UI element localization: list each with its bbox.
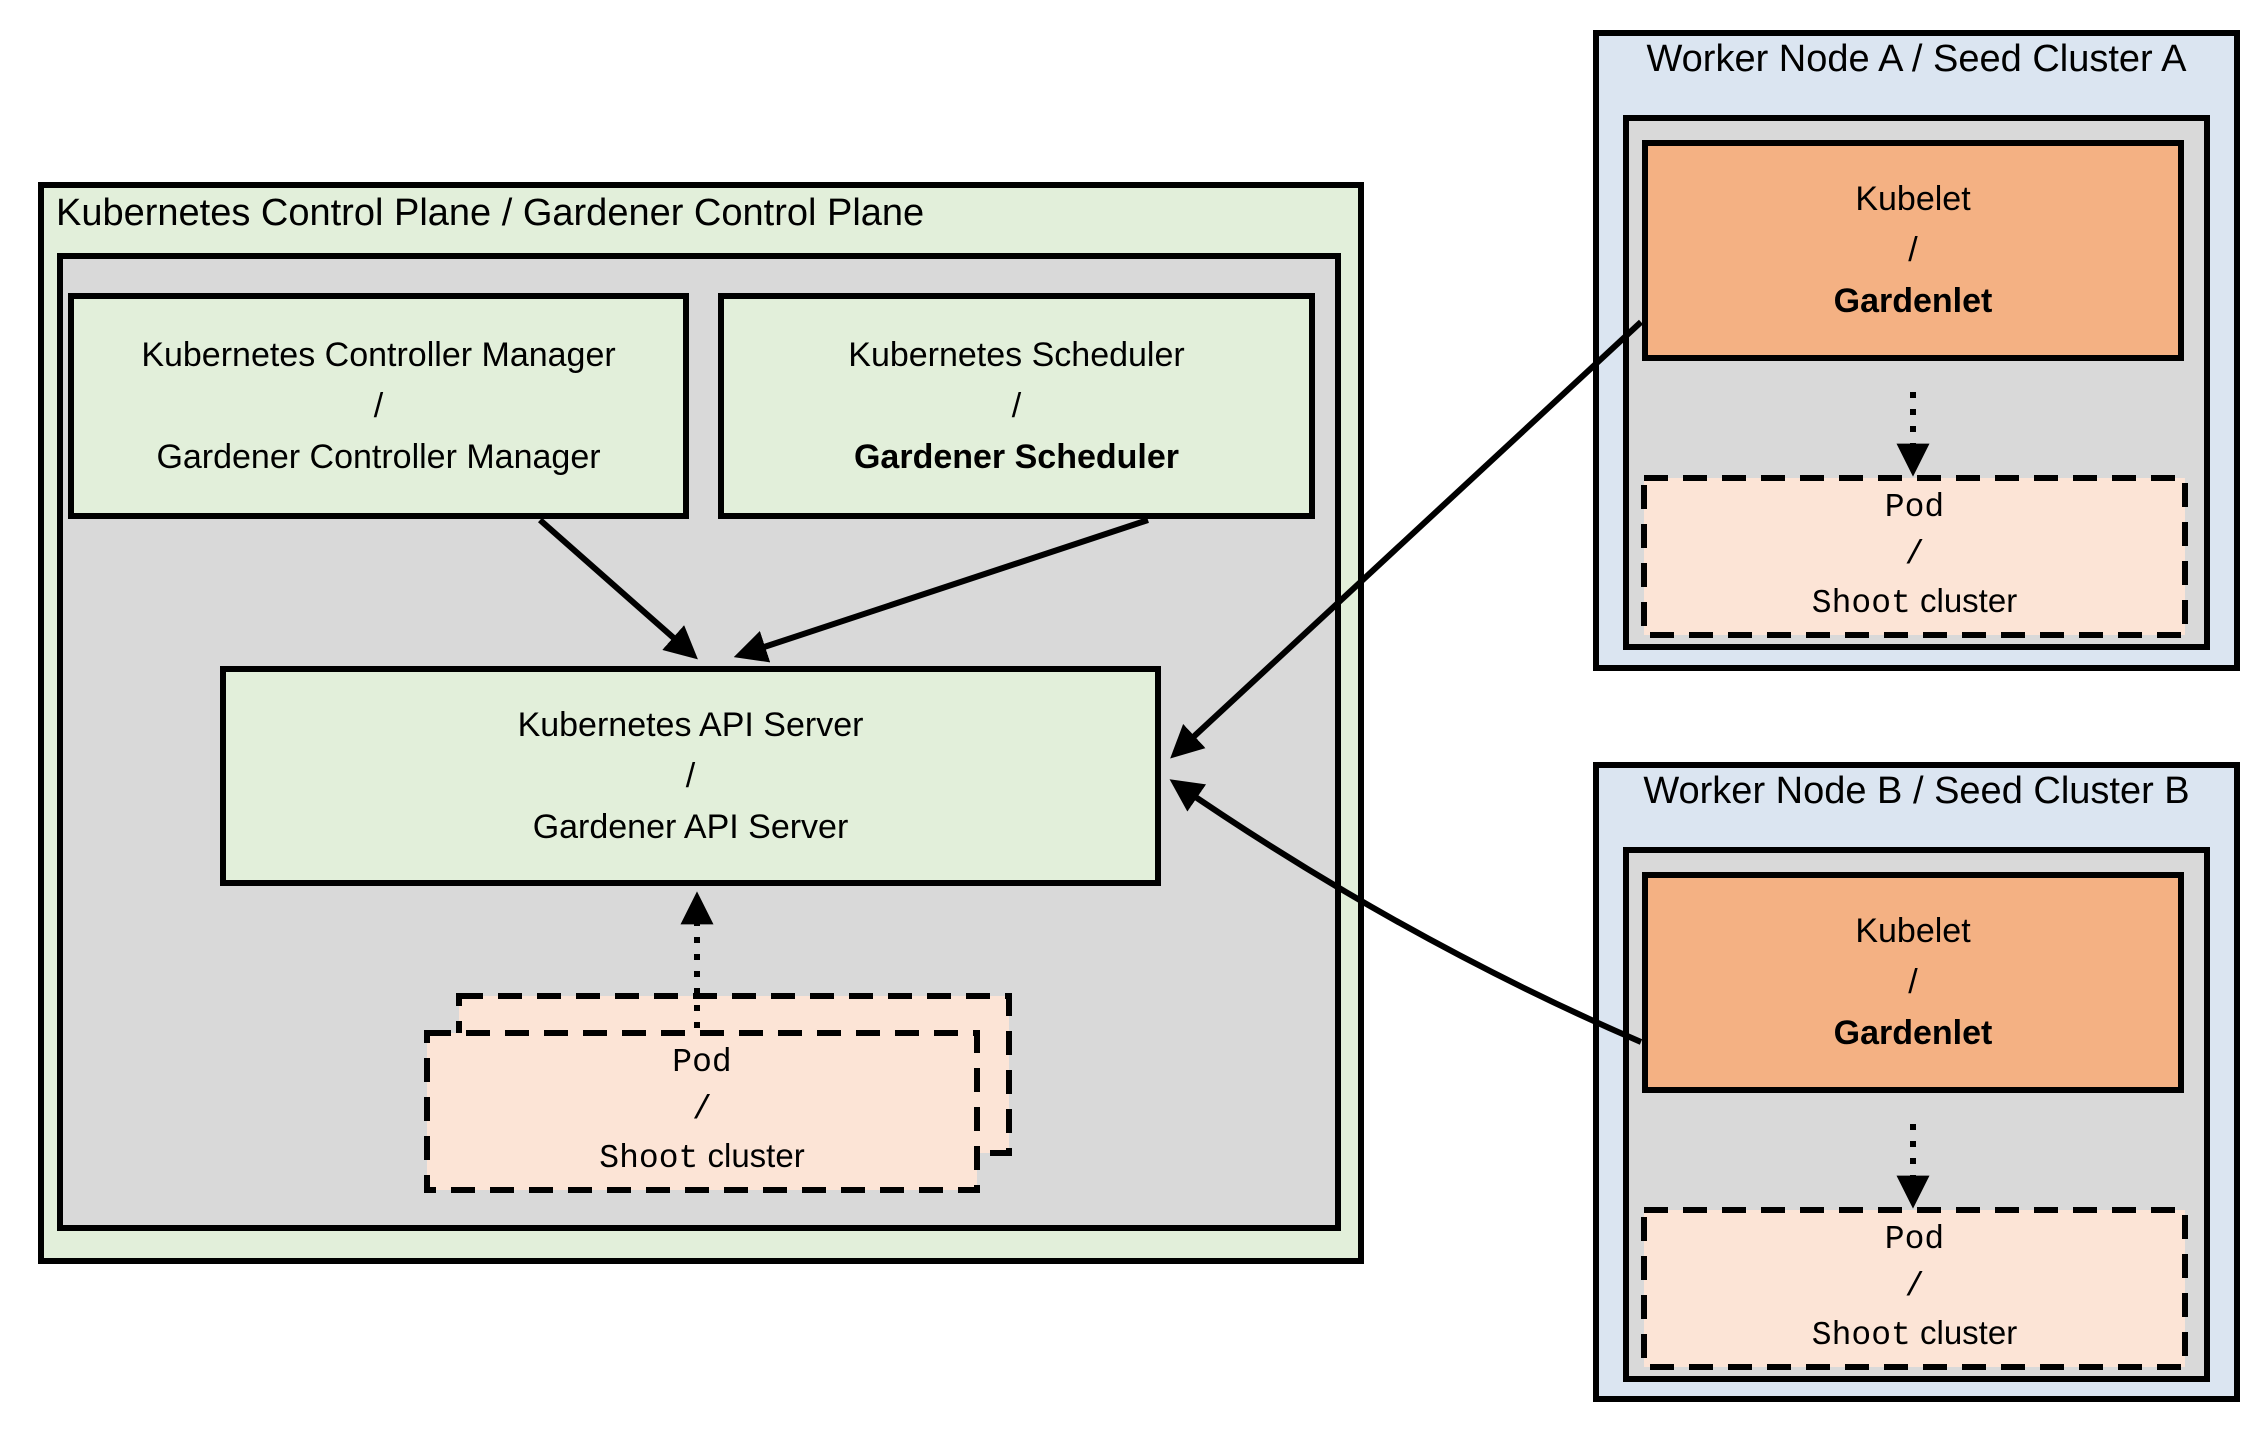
kubelet-b-separator: / [1908,963,1918,1001]
scheduler-line2: Gardener Scheduler [853,437,1179,476]
worker-node-b-title: Worker Node B / Seed Cluster B [1643,770,2190,812]
controller-manager-box: Kubernetes Controller Manager / Gardener… [68,293,689,519]
api-server-line1: Kubernetes API Server [517,705,864,744]
kubelet-a-separator: / [1908,231,1918,269]
api-server-box: Kubernetes API Server / Gardener API Ser… [220,666,1161,886]
api-server-separator: / [685,756,696,795]
scheduler-line1: Kubernetes Scheduler [848,335,1185,374]
scheduler-separator: / [1011,386,1022,425]
kubelet-gardenlet-a-box: Kubelet / Gardenlet [1642,140,2184,361]
pod-shoot-cluster-a-label: Pod / Shoot cluster [1644,478,2185,635]
pod-shoot-cluster-label: Pod / Shoot cluster [427,1033,977,1190]
pod-b-line1: Pod [1884,1220,1945,1258]
kubelet-gardenlet-b-box: Kubelet / Gardenlet [1642,872,2184,1093]
control-plane-title: Kubernetes Control Plane / Gardener Cont… [56,192,925,234]
pod-cp-separator: / [692,1090,712,1128]
pod-shoot-cluster-b-label: Pod / Shoot cluster [1644,1210,2185,1367]
kubelet-b-line1: Kubelet [1855,912,1971,950]
controller-manager-separator: / [373,386,384,425]
controller-manager-line1: Kubernetes Controller Manager [141,335,616,374]
pod-a-separator: / [1904,535,1925,573]
pod-cp-line1: Pod [672,1043,732,1081]
pod-a-line1: Pod [1884,488,1945,526]
pod-a-line2: Shoot cluster [1811,582,2018,623]
scheduler-box: Kubernetes Scheduler / Gardener Schedule… [718,293,1315,519]
pod-cp-line2: Shoot cluster [599,1137,805,1178]
worker-node-a-title: Worker Node A / Seed Cluster A [1646,38,2187,80]
kubelet-a-line2: Gardenlet [1833,282,1993,320]
controller-manager-line2: Gardener Controller Manager [156,437,601,476]
pod-b-separator: / [1904,1267,1925,1305]
pod-b-line2: Shoot cluster [1811,1314,2018,1355]
api-server-line2: Gardener API Server [532,807,849,846]
kubelet-a-line1: Kubelet [1855,180,1971,218]
kubelet-b-line2: Gardenlet [1833,1014,1993,1052]
